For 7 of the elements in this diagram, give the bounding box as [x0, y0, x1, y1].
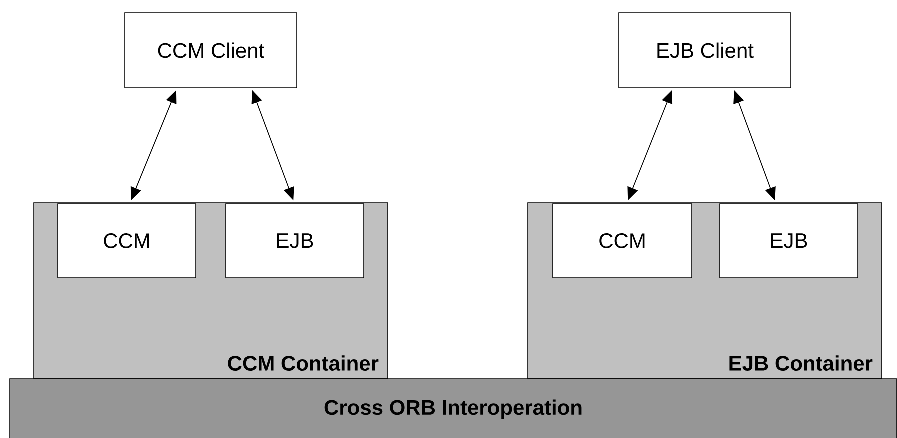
- component-box: CCM: [58, 204, 196, 278]
- component-box: EJB Client: [618, 12, 792, 88]
- component-box: EJB: [226, 204, 364, 278]
- component-box: EJB: [720, 204, 858, 278]
- component-box: CCM Client: [124, 12, 298, 88]
- component-box: CCM: [552, 204, 692, 278]
- layer-bar: Cross ORB Interoperation: [10, 378, 897, 438]
